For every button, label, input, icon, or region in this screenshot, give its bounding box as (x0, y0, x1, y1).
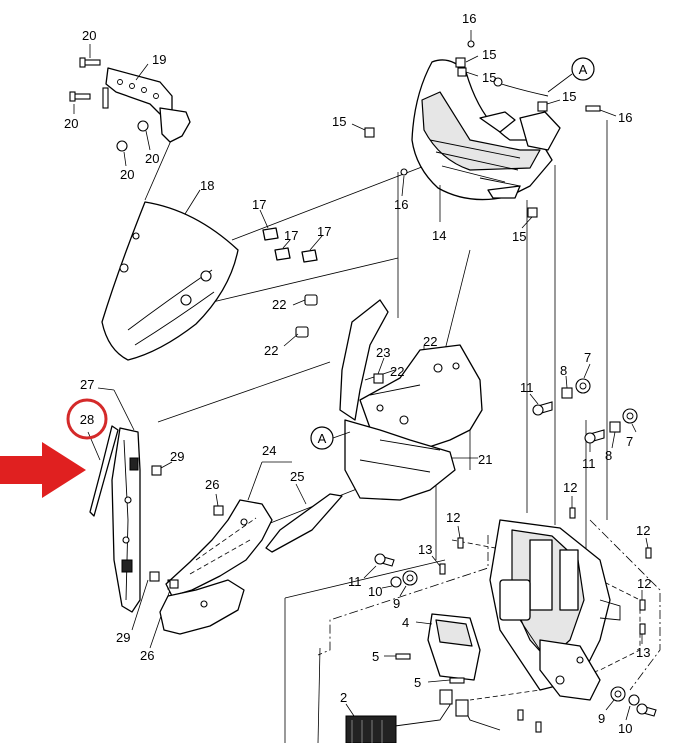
callout-10a: 10 (368, 584, 382, 599)
callout-4: 4 (402, 615, 409, 630)
callout-20d: 20 (120, 167, 134, 182)
callout-29b: 29 (116, 630, 130, 645)
callout-16b: 16 (618, 110, 632, 125)
callout-22a: 22 (272, 297, 286, 312)
callout-28: 28 (80, 412, 94, 427)
callout-10b: 10 (618, 721, 632, 736)
callout-5b: 5 (414, 675, 421, 690)
highlight-circle (66, 398, 108, 440)
hardware-9-10-11 (363, 553, 657, 721)
bracket-19 (102, 63, 191, 143)
callout-29a: 29 (170, 449, 184, 464)
bolts-12-13 (431, 496, 652, 733)
callout-18: 18 (200, 178, 214, 193)
component-2 (345, 703, 397, 743)
bolts-5 (384, 653, 465, 684)
callout-11a: 11 (520, 380, 534, 395)
svg-text:A: A (318, 431, 327, 446)
callout-13a: 13 (418, 542, 432, 557)
reference-a-middle: A (310, 426, 351, 450)
callout-26a: 26 (205, 477, 219, 492)
callout-26b: 26 (140, 648, 154, 663)
callout-22b: 22 (264, 343, 278, 358)
windshield-18 (101, 189, 239, 361)
reference-lines (144, 119, 608, 743)
callout-17a: 17 (252, 197, 266, 212)
decal-25 (265, 483, 343, 553)
callout-15e: 15 (512, 229, 526, 244)
callout-22c: 22 (423, 334, 437, 349)
callout-27: 27 (80, 377, 94, 392)
hardware-7-8-11 (529, 363, 638, 452)
inner-bracket-21 (339, 299, 483, 501)
highlight-part-28: 28 (0, 398, 108, 498)
callout-2: 2 (340, 690, 347, 705)
fasteners-26 (169, 493, 224, 589)
callout-12b: 12 (446, 510, 460, 525)
callout-7a: 7 (584, 350, 591, 365)
callout-8a: 8 (560, 363, 567, 378)
callout-11b: 11 (582, 456, 596, 471)
callout-25: 25 (290, 469, 304, 484)
callout-11c: 11 (348, 574, 362, 589)
callout-21: 21 (478, 452, 492, 467)
callout-14: 14 (432, 228, 446, 243)
side-panel-27 (97, 387, 141, 613)
ecu-4 (415, 613, 481, 681)
callout-9b: 9 (598, 711, 605, 726)
callout-19: 19 (152, 52, 166, 67)
callout-22d: 22 (390, 364, 404, 379)
headlight-14 (411, 59, 561, 222)
harness (379, 689, 501, 731)
callout-12a: 12 (563, 480, 577, 495)
callout-13b: 13 (636, 645, 650, 660)
frame-assembly (489, 519, 621, 701)
bolts-20 (69, 44, 151, 167)
callout-24: 24 (262, 443, 276, 458)
callout-9a: 9 (393, 596, 400, 611)
callout-20c: 20 (145, 151, 159, 166)
callout-labels: 20 19 20 20 20 18 17 17 17 22 22 16 15 1… (64, 11, 651, 736)
svg-text:A: A (579, 62, 588, 77)
reference-a-top: A (547, 57, 595, 93)
callout-20b: 20 (64, 116, 78, 131)
clips-17 (259, 209, 323, 263)
assembly-outline (317, 519, 661, 701)
callout-5a: 5 (372, 649, 379, 664)
red-arrow (0, 442, 86, 498)
callout-12c: 12 (636, 523, 650, 538)
callout-17c: 17 (317, 224, 331, 239)
callout-15b: 15 (482, 70, 496, 85)
callout-16c: 16 (394, 197, 408, 212)
callout-15d: 15 (562, 89, 576, 104)
callout-7b: 7 (626, 434, 633, 449)
callout-15a: 15 (482, 47, 496, 62)
lower-cowl-24 (159, 461, 292, 635)
callout-20a: 20 (82, 28, 96, 43)
callout-17b: 17 (284, 228, 298, 243)
callout-15c: 15 (332, 114, 346, 129)
callout-23: 23 (376, 345, 390, 360)
callout-16a: 16 (462, 11, 476, 26)
callout-12d: 12 (637, 576, 651, 591)
callout-8b: 8 (605, 448, 612, 463)
fasteners-15-16 (351, 30, 617, 229)
